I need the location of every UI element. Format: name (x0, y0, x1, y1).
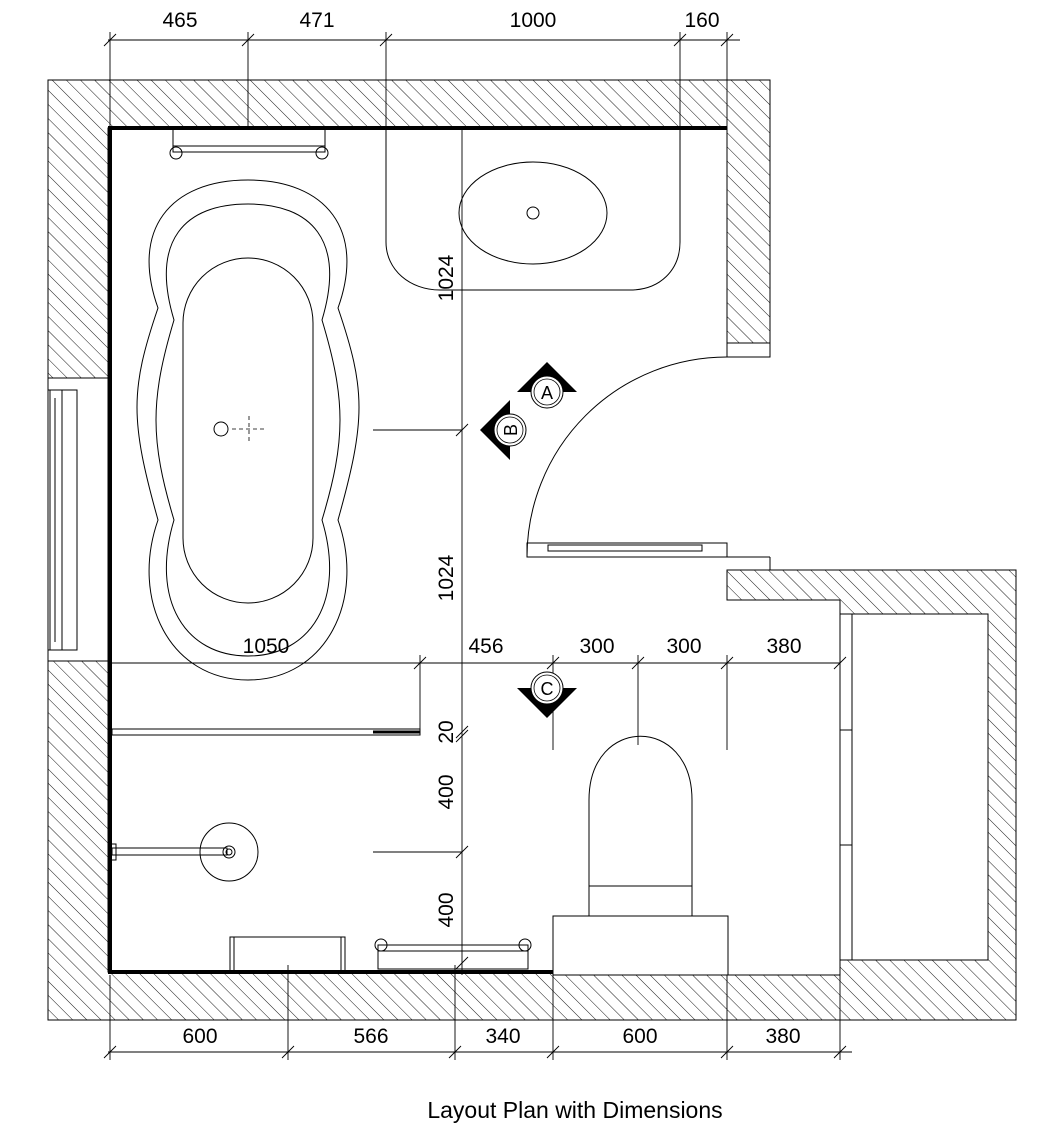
svg-text:A: A (541, 383, 553, 403)
dim-top-1: 465 (162, 9, 197, 32)
window-left (47, 377, 109, 662)
shower (109, 728, 421, 882)
dim-top-2: 471 (299, 9, 334, 32)
dim-mid-5: 380 (766, 635, 801, 658)
dim-vertical-shower-2: 400 (435, 892, 458, 927)
dim-vertical-shower-1: 400 (435, 774, 458, 809)
dim-top-4: 160 (684, 9, 719, 32)
svg-text:C: C (541, 679, 554, 699)
svg-text:B: B (501, 424, 521, 436)
bathtub (136, 179, 360, 681)
bench (229, 936, 346, 973)
dim-mid-2: 456 (468, 635, 503, 658)
dim-bottom-5: 380 (765, 1025, 800, 1048)
dim-top-3: 1000 (510, 9, 557, 32)
view-marker-a: A (517, 362, 577, 409)
dimension-lines (103, 32, 852, 1060)
toilet (552, 735, 729, 976)
view-marker-c: C (517, 671, 577, 718)
wall-left-lower (47, 569, 1017, 1021)
tile-outline (108, 126, 727, 974)
dim-mid-1: 1050 (243, 635, 290, 658)
niche-right (839, 614, 853, 960)
dim-mid-3: 300 (579, 635, 614, 658)
dim-bottom-4: 600 (622, 1025, 657, 1048)
towel-rail-bottom (374, 938, 532, 970)
dim-mid-4: 300 (666, 635, 701, 658)
view-marker-b: B (480, 400, 527, 460)
dim-vertical-lower: 1024 (435, 554, 458, 601)
dim-bottom-1: 600 (182, 1025, 217, 1048)
dim-bottom-2: 566 (353, 1025, 388, 1048)
dimension-labels: 465 471 1000 160 600 566 340 600 380 105… (162, 9, 801, 1048)
walls (47, 79, 1017, 1021)
dim-vertical-gap: 20 (435, 720, 458, 743)
dim-bottom-3: 340 (485, 1025, 520, 1048)
dim-vertical-upper: 1024 (435, 254, 458, 301)
towel-rail-top (169, 127, 329, 160)
door-jamb (726, 342, 771, 358)
door (526, 356, 771, 570)
wall-top (47, 79, 771, 379)
vanity-sink (385, 128, 681, 291)
plan-caption: Layout Plan with Dimensions (427, 1097, 722, 1123)
